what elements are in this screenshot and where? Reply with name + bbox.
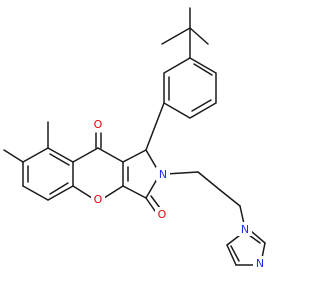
bond xyxy=(261,242,266,259)
bond xyxy=(103,185,124,199)
bond xyxy=(122,185,147,199)
bond xyxy=(72,185,93,199)
bond xyxy=(97,147,124,163)
ketone-oxygen: O xyxy=(91,117,105,131)
bond xyxy=(248,234,261,244)
lactam-nitrogen-label: N xyxy=(159,168,167,181)
imidazole-nitrogen-1: N xyxy=(238,222,252,236)
bond xyxy=(193,63,213,76)
bond xyxy=(197,171,221,191)
ring-oxygen: O xyxy=(91,192,105,206)
lactam-oxygen-label: O xyxy=(158,208,167,221)
bond xyxy=(47,147,74,163)
bond xyxy=(145,102,165,151)
bond xyxy=(165,171,199,175)
bond xyxy=(3,149,24,163)
bond-lines xyxy=(3,7,266,266)
bond xyxy=(230,245,240,262)
bond xyxy=(150,195,161,209)
imidazole-nitrogen-3-label: N xyxy=(256,257,264,270)
bond xyxy=(72,147,99,163)
bond xyxy=(49,182,69,195)
bond xyxy=(22,147,49,163)
bond xyxy=(239,205,245,225)
bond xyxy=(47,185,74,201)
bond xyxy=(189,27,209,45)
lactam-nitrogen: N xyxy=(156,167,170,181)
chemical-structure: O O O N N N xyxy=(3,7,267,270)
bond xyxy=(122,149,147,163)
bond xyxy=(161,27,191,45)
ring-oxygen-label: O xyxy=(94,193,103,206)
bond xyxy=(145,197,156,212)
lactam-oxygen: O xyxy=(155,207,169,221)
imidazole-nitrogen-3: N xyxy=(253,256,267,270)
imidazole-nitrogen-1-label: N xyxy=(241,223,249,236)
benzene-ring xyxy=(163,57,217,119)
atom-labels: O O O N N N xyxy=(91,117,267,270)
bond xyxy=(191,99,212,112)
bond xyxy=(226,244,237,266)
bond xyxy=(250,230,266,244)
bond xyxy=(49,153,70,166)
ketone-oxygen-label: O xyxy=(94,118,103,131)
bond xyxy=(219,189,241,207)
bond xyxy=(22,185,49,201)
